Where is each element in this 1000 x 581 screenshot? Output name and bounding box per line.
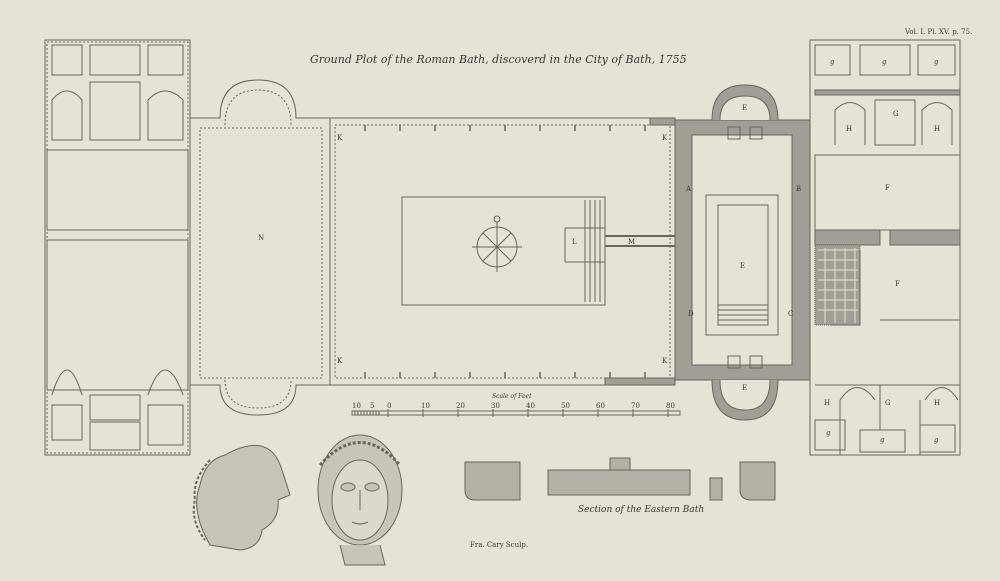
label-h: H — [934, 125, 940, 133]
label-g-small: g — [882, 58, 887, 66]
scale-tick: 30 — [491, 402, 500, 410]
label-f: F — [895, 280, 900, 288]
compass-rose — [472, 215, 522, 272]
label-e: E — [742, 104, 747, 112]
scale-tick: 10 — [421, 402, 430, 410]
label-g-small: g — [826, 429, 831, 437]
scale-tick: 70 — [631, 402, 640, 410]
label-n: N — [258, 234, 264, 242]
section-caption: Section of the Eastern Bath — [578, 505, 704, 515]
scale-label: Scale of Feet — [492, 393, 532, 400]
scale-tick: 20 — [456, 402, 465, 410]
label-h: H — [846, 125, 852, 133]
label-h: H — [824, 399, 830, 407]
scale-tick: 50 — [561, 402, 570, 410]
scale-tick: 0 — [387, 402, 391, 410]
label-g: G — [893, 110, 899, 118]
engraver-signature: Fra. Cary Sculp. — [470, 541, 528, 549]
label-g-small: g — [934, 58, 939, 66]
label-f: F — [885, 184, 890, 192]
label-b: B — [796, 185, 801, 193]
scale-tick: 60 — [596, 402, 605, 410]
label-g: G — [885, 399, 891, 407]
frontal-head-drawing — [317, 434, 403, 566]
west-rooms — [44, 39, 191, 456]
label-d: D — [688, 310, 694, 318]
scale-tick: 80 — [666, 402, 675, 410]
scale-tick: 10 — [352, 402, 361, 410]
label-l: L — [572, 238, 577, 246]
east-rooms — [809, 39, 961, 456]
scale-bar — [351, 409, 681, 417]
section-drawing — [464, 457, 776, 501]
profile-head-drawing — [192, 444, 291, 551]
label-a: A — [685, 185, 692, 193]
label-k: K — [337, 357, 343, 365]
label-k: K — [337, 134, 343, 142]
room-n — [190, 79, 331, 416]
scale-tick: 5 — [370, 402, 374, 410]
label-g-small: g — [880, 436, 885, 444]
label-g-small: g — [830, 58, 835, 66]
label-h: H — [934, 399, 940, 407]
label-g-small: g — [934, 436, 939, 444]
scale-tick: 40 — [526, 402, 535, 410]
plate-reference: Vol. I. Pl. XV. p. 75. — [904, 28, 972, 36]
label-e: E — [740, 262, 745, 270]
label-e: E — [742, 384, 747, 392]
great-hall — [329, 117, 700, 386]
label-k: K — [662, 134, 668, 142]
pool-outline — [401, 196, 606, 306]
plate-title: Ground Plot of the Roman Bath, discoverd… — [310, 53, 687, 66]
label-k: K — [662, 357, 668, 365]
eastern-bath — [604, 84, 811, 421]
label-c: C — [788, 310, 793, 318]
label-m: M — [628, 238, 635, 246]
